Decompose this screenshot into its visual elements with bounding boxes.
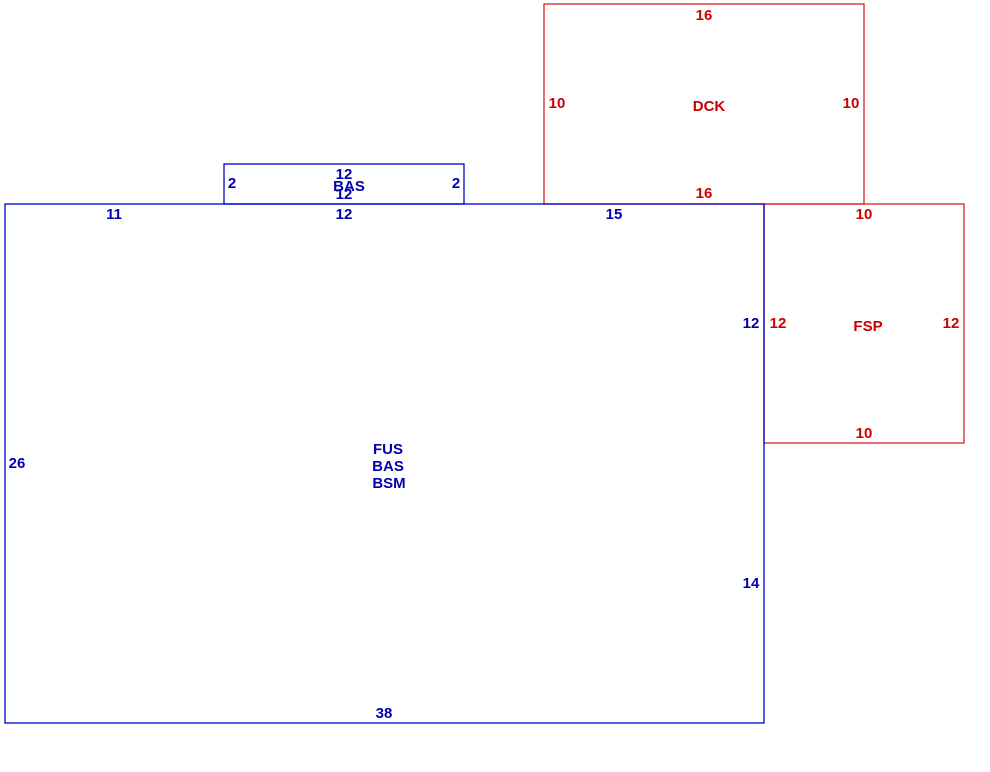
porch-dim-right: 12 (943, 315, 960, 332)
main-label-2: BAS (372, 458, 404, 475)
main-dim-top-right: 15 (606, 206, 623, 223)
main-dim-bottom: 38 (376, 705, 393, 722)
main-label-3: BSM (372, 475, 405, 492)
porch-dim-bottom: 10 (856, 425, 873, 442)
main-dim-right-upper: 12 (743, 315, 760, 332)
porch-dim-left: 12 (770, 315, 787, 332)
bay-dim-top: 12 (336, 166, 353, 183)
main-dim-top-mid: 12 (336, 206, 353, 223)
deck-label: DCK (693, 98, 726, 115)
bay-outline (223, 163, 465, 205)
bay-dim-right: 2 (452, 175, 460, 192)
deck-dim-top: 16 (696, 7, 713, 24)
bay-dim-left: 2 (228, 175, 236, 192)
porch-dim-top: 10 (856, 206, 873, 223)
bay-dim-bottom: 12 (336, 186, 353, 203)
deck-dim-bottom: 16 (696, 185, 713, 202)
deck-dim-right: 10 (843, 95, 860, 112)
deck-dim-left: 10 (549, 95, 566, 112)
bay-label: BAS (333, 178, 365, 195)
main-dim-top-left: 11 (106, 206, 122, 223)
main-label-1: FUS (373, 441, 403, 458)
porch-label: FSP (853, 318, 882, 335)
main-dim-right-lower: 14 (743, 575, 760, 592)
main-dim-left: 26 (9, 455, 26, 472)
